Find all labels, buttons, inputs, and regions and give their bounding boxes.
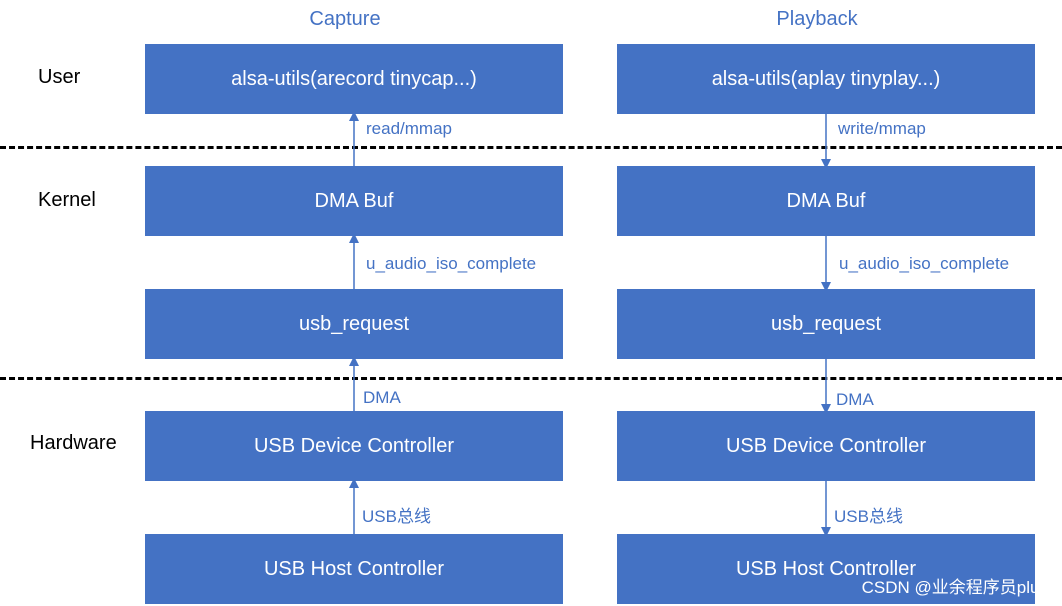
capture-host-controller-box: USB Host Controller <box>145 534 563 604</box>
divider-kernel-hardware <box>0 377 1062 380</box>
capture-device-controller-box: USB Device Controller <box>145 411 563 481</box>
capture-dma-buf-box: DMA Buf <box>145 166 563 236</box>
csdn-watermark: CSDN @业余程序员plus <box>861 578 1048 597</box>
layer-label-kernel: Kernel <box>38 189 96 211</box>
capture-app-box: alsa-utils(arecord tinycap...) <box>145 44 563 114</box>
capture-edge-label-dma: DMA <box>363 388 401 407</box>
playback-edge-label-write-mmap: write/mmap <box>838 119 926 138</box>
capture-edge-label-usb-bus: USB总线 <box>362 507 431 526</box>
playback-app-box: alsa-utils(aplay tinyplay...) <box>617 44 1035 114</box>
capture-column-title: Capture <box>309 8 381 30</box>
playback-column-title: Playback <box>776 8 858 30</box>
playback-edge-label-iso-complete: u_audio_iso_complete <box>839 254 1010 273</box>
playback-usb-request-box: usb_request <box>617 289 1035 359</box>
playback-dma-buf-box: DMA Buf <box>617 166 1035 236</box>
divider-user-kernel <box>0 146 1062 149</box>
playback-host-controller-box: USB Host Controller <box>617 534 1035 604</box>
playback-edge-label-dma: DMA <box>836 390 874 409</box>
playback-device-controller-box: USB Device Controller <box>617 411 1035 481</box>
capture-edge-label-read-mmap: read/mmap <box>366 119 452 138</box>
layer-label-hardware: Hardware <box>30 432 117 454</box>
layer-label-user: User <box>38 66 81 88</box>
playback-edge-label-usb-bus: USB总线 <box>834 507 903 526</box>
capture-edge-label-iso-complete: u_audio_iso_complete <box>366 254 537 273</box>
capture-usb-request-box: usb_request <box>145 289 563 359</box>
